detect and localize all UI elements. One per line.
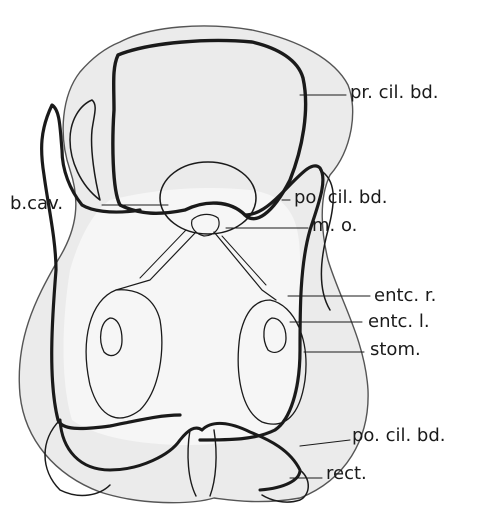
label-po-cil-bd-lower: po. cil. bd. bbox=[352, 427, 445, 445]
label-rect: rect. bbox=[326, 465, 367, 483]
label-b-cav: b.cav. bbox=[10, 195, 63, 213]
label-po-cil-bd-upper: po. cil. bd. bbox=[294, 189, 387, 207]
label-stom: stom. bbox=[370, 341, 421, 359]
label-pr-cil-bd: pr. cil. bd. bbox=[350, 84, 439, 102]
label-m-o: m. o. bbox=[312, 217, 357, 235]
label-entc-r: entc. r. bbox=[374, 287, 436, 305]
label-entc-l: entc. l. bbox=[368, 313, 430, 331]
